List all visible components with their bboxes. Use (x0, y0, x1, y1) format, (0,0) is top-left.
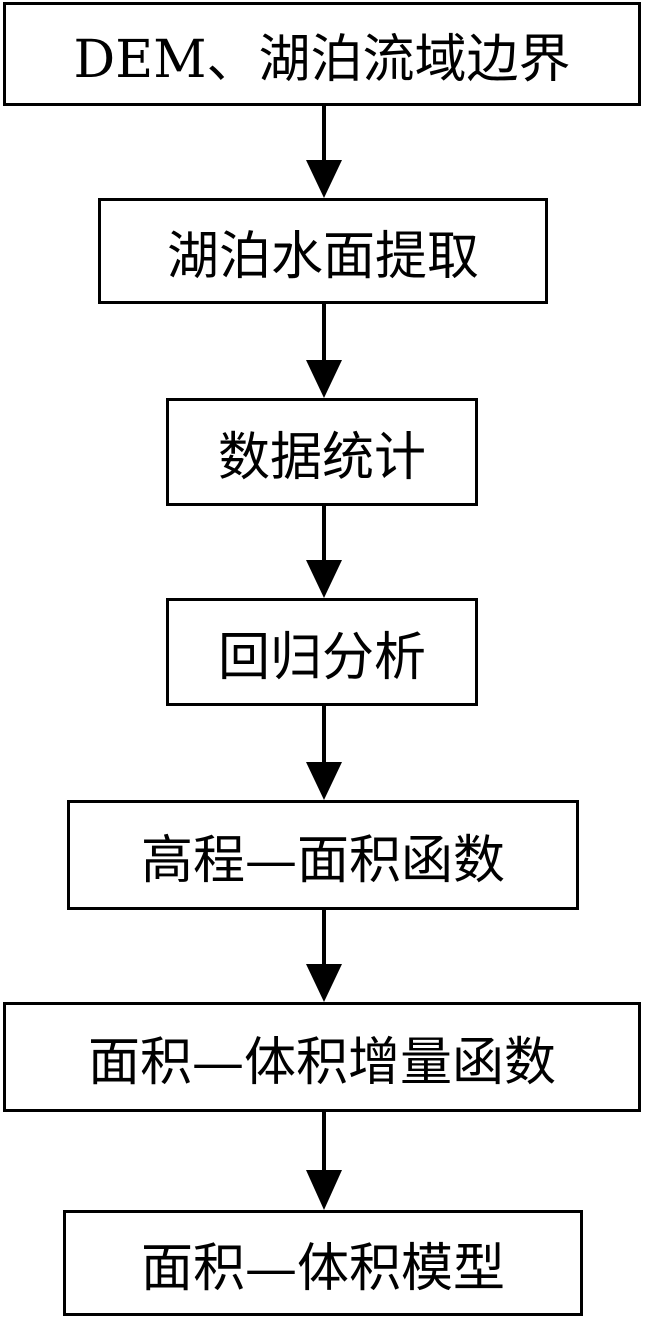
step-regression-analysis: 回归分析 (166, 598, 478, 706)
arrow-down-icon (306, 106, 342, 198)
step-label: 回归分析 (217, 627, 426, 688)
step-label: 湖泊水面提取 (166, 226, 479, 287)
step-label: 面积—体积模型 (140, 1238, 505, 1299)
step-data-statistics: 数据统计 (166, 398, 478, 506)
step-label: 数据统计 (217, 427, 426, 488)
arrow-down-icon (306, 304, 342, 398)
step-lake-surface-extraction: 湖泊水面提取 (98, 198, 548, 304)
step-dem-lake-boundary: DEM、湖泊流域边界 (3, 2, 641, 106)
step-label: DEM、湖泊流域边界 (73, 29, 571, 90)
step-label: 面积—体积增量函数 (87, 1032, 556, 1093)
step-area-volume-model: 面积—体积模型 (63, 1210, 583, 1316)
step-area-volume-increment-function: 面积—体积增量函数 (3, 1002, 641, 1112)
arrow-down-icon (306, 1112, 342, 1210)
arrow-down-icon (306, 706, 342, 800)
arrow-down-icon (306, 910, 342, 1002)
arrow-down-icon (306, 506, 342, 598)
step-elevation-area-function: 高程—面积函数 (67, 800, 579, 910)
step-label: 高程—面积函数 (140, 830, 505, 891)
